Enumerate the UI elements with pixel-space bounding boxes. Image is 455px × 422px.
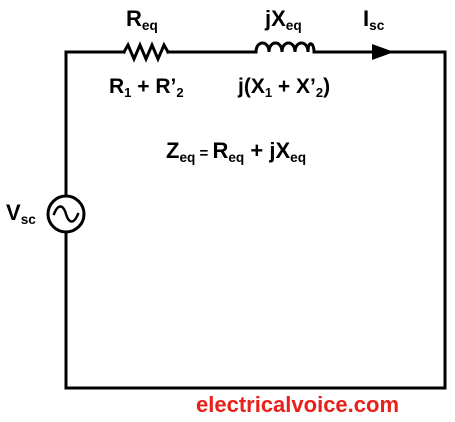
- req-expr-plus: + R’: [131, 75, 177, 98]
- req-expr-r1-subscript: 1: [124, 85, 132, 101]
- zeq-z: Z: [166, 138, 180, 163]
- req-symbol: R: [126, 6, 142, 31]
- req-expression: R1 + R’2: [109, 75, 184, 101]
- zeq-plus: + jX: [244, 138, 291, 163]
- resistor-req: [121, 41, 171, 63]
- zeq-r-subscript: eq: [228, 150, 245, 166]
- zeq-r: R: [212, 138, 229, 163]
- vsc-subscript: sc: [20, 212, 36, 228]
- req-expr-r2-subscript: 2: [176, 85, 184, 101]
- zeq-z-subscript: eq: [179, 150, 196, 166]
- jxeq-expr-x2-subscript: 2: [315, 85, 324, 101]
- jxeq-expr-prefix: j(X: [238, 75, 265, 98]
- vsc-label: Vsc: [6, 200, 36, 228]
- vsc-symbol: V: [6, 200, 21, 225]
- jxeq-expr-close: ): [323, 75, 331, 98]
- current-arrow-icon: [372, 44, 394, 60]
- inductor-jxeq: [254, 41, 316, 54]
- jxeq-subscript: eq: [285, 18, 302, 34]
- jxeq-symbol: jX: [265, 6, 286, 31]
- req-subscript: eq: [141, 18, 158, 34]
- zeq-equals: =: [195, 145, 213, 162]
- zeq-equation: Zeq = Req + jXeq: [166, 138, 307, 166]
- jxeq-label: jXeq: [265, 6, 302, 34]
- zeq-x-subscript: eq: [290, 150, 307, 166]
- req-expr-r1: R: [109, 75, 125, 98]
- isc-subscript: sc: [369, 18, 385, 34]
- jxeq-expr-plus: + X’: [272, 75, 316, 98]
- isc-label: Isc: [363, 6, 385, 34]
- jxeq-expr-x1-subscript: 1: [264, 85, 273, 101]
- watermark-text: electricalvoice.com: [196, 392, 400, 417]
- req-label: Req: [126, 6, 158, 34]
- ac-sine-icon: [52, 205, 80, 223]
- isc-symbol: I: [363, 6, 370, 31]
- ac-source: [46, 194, 86, 234]
- jxeq-expression: j(X1 + X’2): [238, 75, 331, 101]
